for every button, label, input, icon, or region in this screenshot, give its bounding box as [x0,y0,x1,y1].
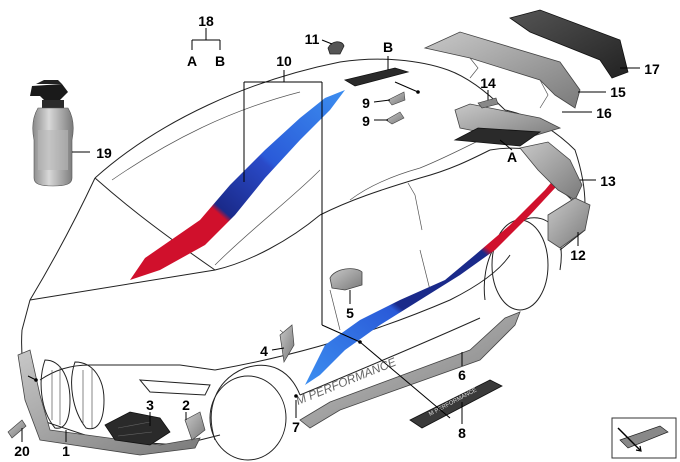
callout-a-legend: A [187,53,197,69]
small-bracket[interactable] [477,97,499,109]
callout-8: 8 [458,425,466,441]
callout-13: 13 [600,173,616,189]
callout-10: 10 [276,53,292,69]
fender-vent[interactable] [279,324,295,364]
rear-wing-carbon[interactable] [509,9,629,79]
callout-b: B [383,39,393,55]
callout-20: 20 [14,443,30,459]
mirror-cap-upper[interactable] [387,91,406,106]
callout-17: 17 [644,61,660,77]
callout-6: 6 [458,367,466,383]
door-sill-plaque[interactable]: M PERFORMANCE [409,379,503,429]
leader-lines [21,28,640,442]
callout-2: 2 [182,397,190,413]
callout-b-legend: B [215,53,225,69]
callout-19: 19 [96,145,112,161]
callout-18: 18 [198,13,214,29]
callout-4: 4 [260,343,268,359]
callout-16: 16 [596,105,612,121]
callout-14: 14 [480,75,496,91]
rear-side-trim[interactable] [519,141,583,201]
roof-spoiler[interactable] [343,67,410,87]
side-stripe-decal[interactable] [305,172,560,385]
rear-diffuser-side[interactable] [547,197,591,249]
callout-12: 12 [570,247,586,263]
mirror-cap-lower[interactable] [385,111,405,125]
callout-11: 11 [305,31,320,47]
antenna-cover[interactable] [327,41,345,55]
front-canard[interactable] [184,411,206,441]
callout-labels: 18 A B 10 11 B 9 9 14 A 15 16 17 13 12 1… [14,13,660,459]
callout-9-upper: 9 [362,95,370,111]
spray-bottle-icon[interactable] [30,80,74,187]
front-splitter[interactable] [17,349,201,456]
trunk-spoiler[interactable] [453,103,562,147]
callout-7: 7 [292,419,300,435]
roof-stripe-decal[interactable] [130,90,345,280]
callout-5: 5 [346,305,354,321]
air-intake-grille[interactable] [104,411,171,446]
callout-9-lower: 9 [362,113,370,129]
mirror-cover[interactable] [329,268,363,291]
callout-3: 3 [146,397,154,413]
callout-1: 1 [62,443,70,459]
callout-a: A [507,149,517,165]
callout-15: 15 [610,84,626,100]
front-bracket[interactable] [7,419,27,439]
view-direction-icon [611,417,677,459]
rear-wing-frame[interactable] [423,31,581,109]
